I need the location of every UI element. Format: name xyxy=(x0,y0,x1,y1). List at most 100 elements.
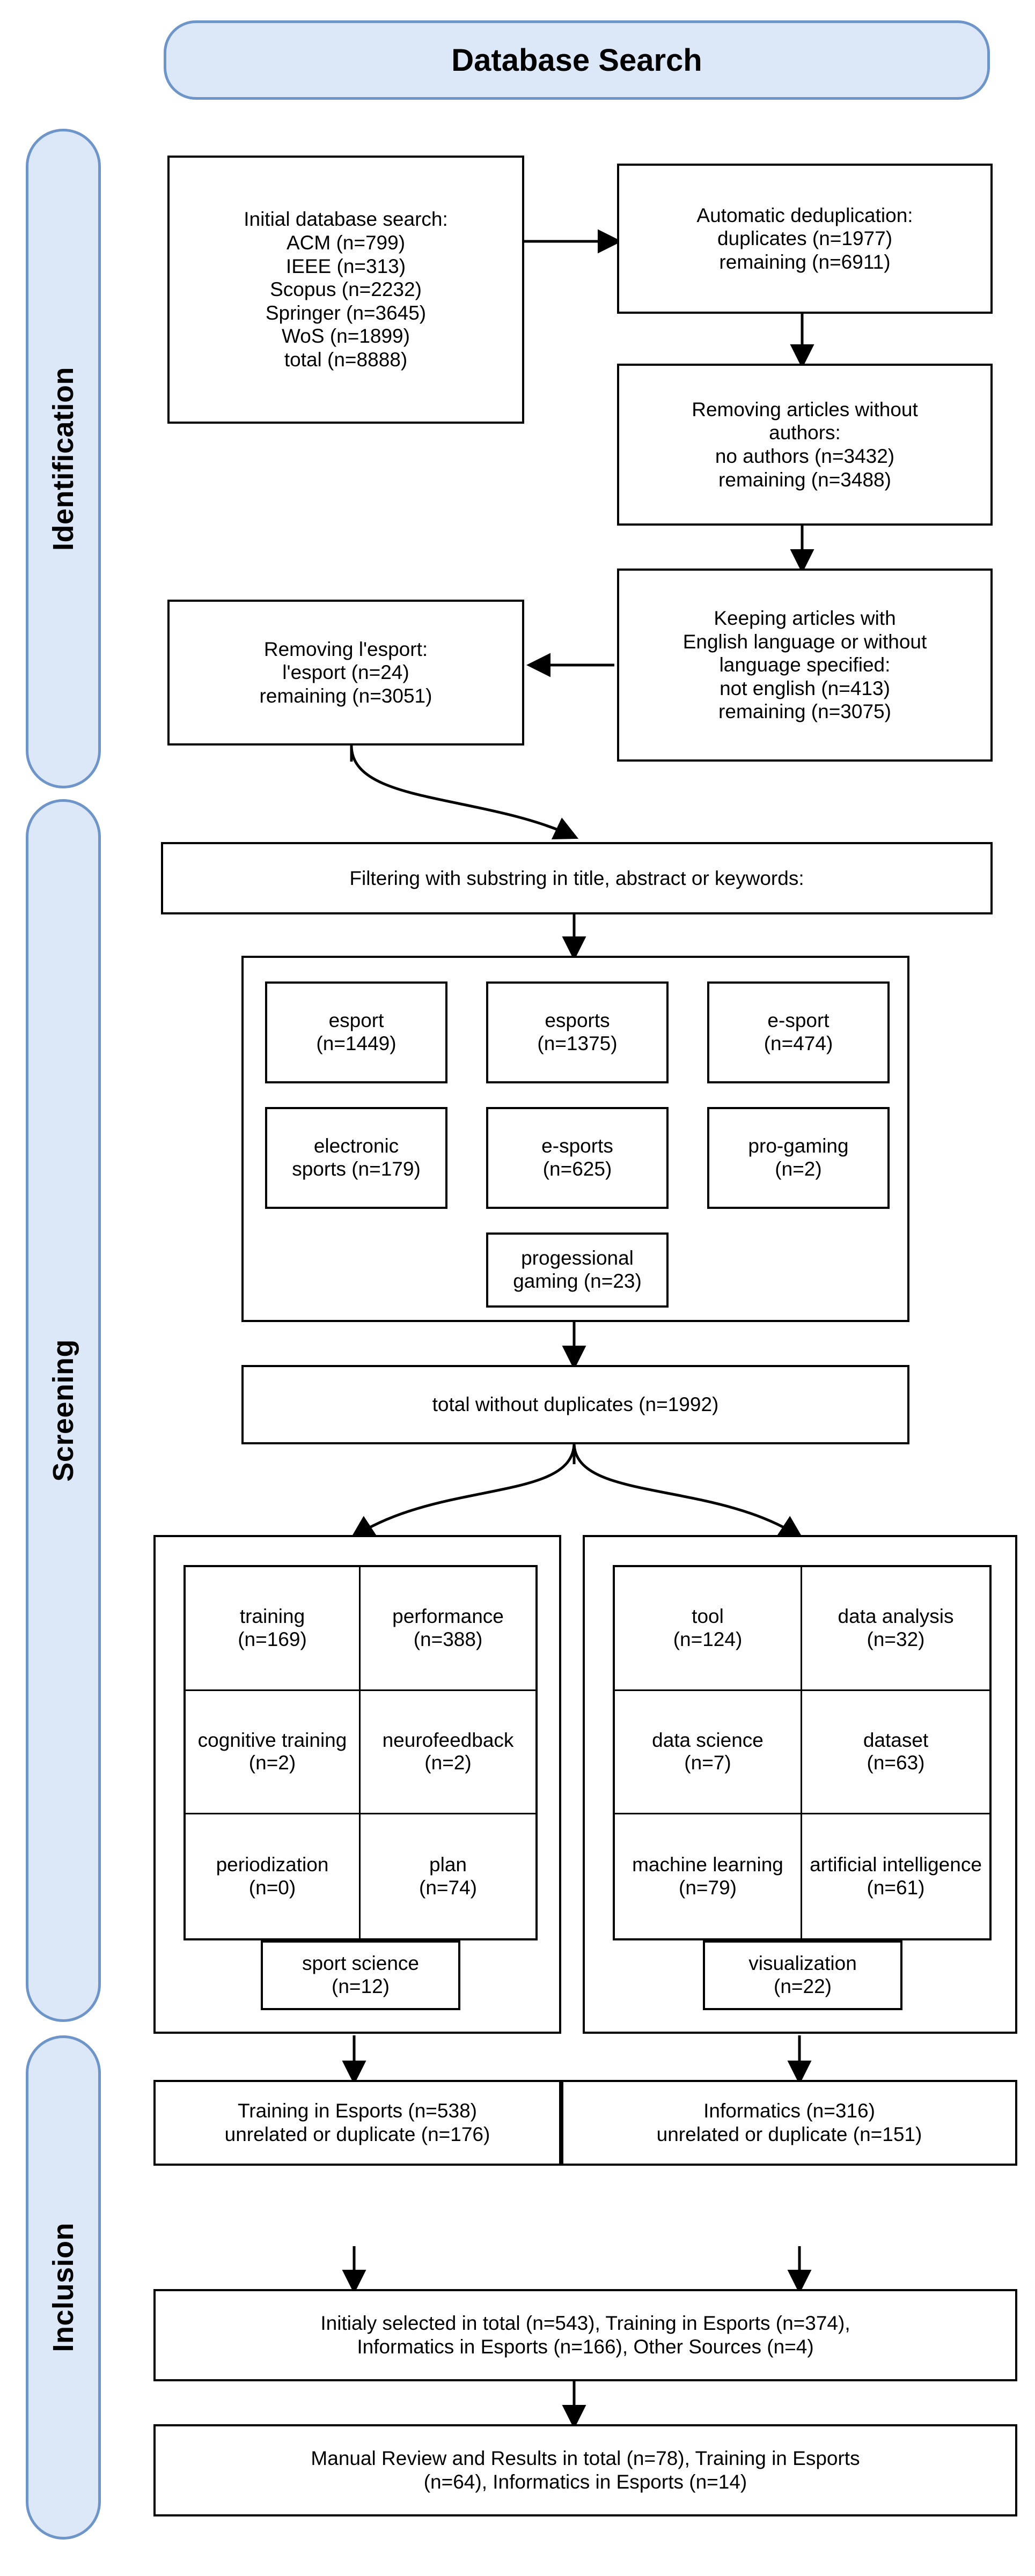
training-cell-periodization: periodization (n=0) xyxy=(186,1814,361,1938)
manual-review-line-1: Manual Review and Results in total (n=78… xyxy=(311,2447,860,2470)
informatics-count-data-science: (n=7) xyxy=(684,1752,731,1774)
box-removing-lesport: Removing l'esport: l'esport (n=24) remai… xyxy=(167,600,524,746)
substring-term-esport: esport xyxy=(328,1009,384,1032)
language-line-2: English language or without xyxy=(682,630,927,653)
initial-search-line-4: Scopus (n=2232) xyxy=(270,278,422,301)
stage-pill-screening: Screening xyxy=(26,799,101,2022)
lesport-line-1: Removing l'esport: xyxy=(263,638,428,660)
training-count-training: (n=169) xyxy=(238,1628,307,1650)
informatics-category-table: tool (n=124) data analysis (n=32) data s… xyxy=(613,1565,992,1940)
page-title: Database Search xyxy=(451,42,702,78)
substring-term-esports: esports xyxy=(545,1009,610,1032)
deduplication-line-1: Automatic deduplication: xyxy=(696,204,913,226)
group-substring-terms: esport (n=1449) esports (n=1375) e-sport… xyxy=(241,956,909,1322)
training-term-performance: performance xyxy=(392,1605,504,1627)
training-cell-sport-science: sport science (n=12) xyxy=(261,1940,460,2010)
training-term-cognitive-training: cognitive training xyxy=(197,1729,347,1751)
informatics-cell-artificial-intelligence: artificial intelligence (n=61) xyxy=(802,1814,989,1938)
informatics-term-machine-learning: machine learning xyxy=(632,1853,783,1876)
training-count-neurofeedback: (n=2) xyxy=(424,1752,472,1774)
training-esports-line-1: Training in Esports (n=538) xyxy=(238,2100,477,2122)
initial-search-line-2: ACM (n=799) xyxy=(286,231,406,254)
training-cell-training: training (n=169) xyxy=(186,1567,361,1691)
informatics-term-tool: tool xyxy=(692,1605,724,1627)
informatics-cell-tool: tool (n=124) xyxy=(615,1567,802,1691)
substring-count-electronic-sports: sports (n=179) xyxy=(292,1158,421,1180)
deduplication-line-3: remaining (n=6911) xyxy=(719,250,891,273)
training-cell-performance: performance (n=388) xyxy=(361,1567,535,1691)
substring-cell-electronic-sports: electronic sports (n=179) xyxy=(265,1107,447,1209)
informatics-cell-visualization: visualization (n=22) xyxy=(703,1940,902,2010)
initial-search-line-5: Springer (n=3645) xyxy=(265,301,427,324)
training-term-sport-science: sport science xyxy=(302,1952,419,1975)
lesport-line-2: l'esport (n=24) xyxy=(282,661,409,684)
training-cell-plan: plan (n=74) xyxy=(361,1814,535,1938)
diagram-title-banner: Database Search xyxy=(164,20,990,100)
informatics-count-machine-learning: (n=79) xyxy=(679,1876,737,1899)
initial-search-line-3: IEEE (n=313) xyxy=(285,255,406,277)
no-authors-line-4: remaining (n=3488) xyxy=(718,468,891,491)
language-line-3: language specified: xyxy=(719,654,891,676)
no-authors-line-3: no authors (n=3432) xyxy=(715,445,895,467)
initial-search-line-6: WoS (n=1899) xyxy=(282,325,410,348)
substring-term-e-sports: e-sports xyxy=(541,1135,613,1157)
lesport-line-3: remaining (n=3051) xyxy=(259,684,432,707)
substring-cell-esports: esports (n=1375) xyxy=(486,981,669,1083)
training-count-plan: (n=74) xyxy=(419,1876,477,1899)
informatics-cell-machine-learning: machine learning (n=79) xyxy=(615,1814,802,1938)
substring-cell-e-sports: e-sports (n=625) xyxy=(486,1107,669,1209)
box-removing-articles-without-authors: Removing articles without authors: no au… xyxy=(617,364,993,526)
box-total-without-duplicates: total without duplicates (n=1992) xyxy=(241,1365,909,1444)
group-training-categories: training (n=169) performance (n=388) cog… xyxy=(153,1535,561,2034)
substring-count-esports: (n=1375) xyxy=(537,1032,618,1054)
filter-header-text: Filtering with substring in title, abstr… xyxy=(349,867,804,889)
total-without-duplicates-text: total without duplicates (n=1992) xyxy=(432,1393,719,1416)
no-authors-line-2: authors: xyxy=(769,422,841,444)
language-line-1: Keeping articles with xyxy=(714,607,896,629)
training-category-table: training (n=169) performance (n=388) cog… xyxy=(183,1565,538,1940)
training-term-plan: plan xyxy=(429,1853,467,1876)
manual-review-line-2: (n=64), Informatics in Esports (n=14) xyxy=(423,2471,747,2493)
box-initial-database-search: Initial database search: ACM (n=799) IEE… xyxy=(167,156,524,424)
substring-count-pro-gaming: (n=2) xyxy=(775,1158,822,1180)
substring-count-progessional-gaming: gaming (n=23) xyxy=(513,1270,642,1292)
informatics-cell-dataset: dataset (n=63) xyxy=(802,1691,989,1815)
informatics-line-2: unrelated or duplicate (n=151) xyxy=(656,2123,922,2145)
deduplication-line-2: duplicates (n=1977) xyxy=(717,227,893,250)
substring-count-esport: (n=1449) xyxy=(316,1032,397,1054)
informatics-count-dataset: (n=63) xyxy=(867,1752,925,1774)
informatics-term-dataset: dataset xyxy=(863,1729,929,1751)
stage-label-screening: Screening xyxy=(47,1339,79,1482)
training-count-performance: (n=388) xyxy=(413,1628,483,1650)
informatics-term-data-analysis: data analysis xyxy=(838,1605,954,1627)
informatics-term-artificial-intelligence: artificial intelligence xyxy=(810,1853,982,1876)
informatics-line-1: Informatics (n=316) xyxy=(703,2100,875,2122)
substring-term-pro-gaming: pro-gaming xyxy=(748,1135,849,1157)
initially-selected-line-2: Informatics in Esports (n=166), Other So… xyxy=(357,2336,814,2358)
substring-count-e-sports: (n=625) xyxy=(542,1158,612,1180)
group-informatics-categories: tool (n=124) data analysis (n=32) data s… xyxy=(583,1535,1017,2034)
substring-cell-pro-gaming: pro-gaming (n=2) xyxy=(707,1107,890,1209)
training-count-periodization: (n=0) xyxy=(248,1876,296,1899)
box-training-in-esports: Training in Esports (n=538) unrelated or… xyxy=(153,2080,561,2166)
no-authors-line-1: Removing articles without xyxy=(692,398,918,420)
initially-selected-line-1: Initialy selected in total (n=543), Trai… xyxy=(320,2312,850,2335)
box-informatics: Informatics (n=316) unrelated or duplica… xyxy=(561,2080,1017,2166)
substring-term-electronic-sports: electronic xyxy=(313,1135,399,1157)
informatics-term-visualization: visualization xyxy=(748,1952,857,1975)
substring-cell-e-sport: e-sport (n=474) xyxy=(707,981,890,1083)
stage-label-identification: Identification xyxy=(47,366,79,551)
training-cell-neurofeedback: neurofeedback (n=2) xyxy=(361,1691,535,1815)
training-term-periodization: periodization xyxy=(216,1853,329,1876)
language-line-5: remaining (n=3075) xyxy=(718,700,891,723)
box-filtering-substring-header: Filtering with substring in title, abstr… xyxy=(161,842,993,914)
substring-term-progessional-gaming: progessional xyxy=(521,1247,634,1269)
training-cell-cognitive-training: cognitive training (n=2) xyxy=(186,1691,361,1815)
substring-cell-progessional-gaming: progessional gaming (n=23) xyxy=(486,1232,669,1308)
box-automatic-deduplication: Automatic deduplication: duplicates (n=1… xyxy=(617,164,993,314)
training-esports-line-2: unrelated or duplicate (n=176) xyxy=(224,2123,490,2145)
initial-search-line-1: Initial database search: xyxy=(244,208,448,231)
substring-term-e-sport: e-sport xyxy=(767,1009,830,1032)
informatics-term-data-science: data science xyxy=(652,1729,764,1751)
